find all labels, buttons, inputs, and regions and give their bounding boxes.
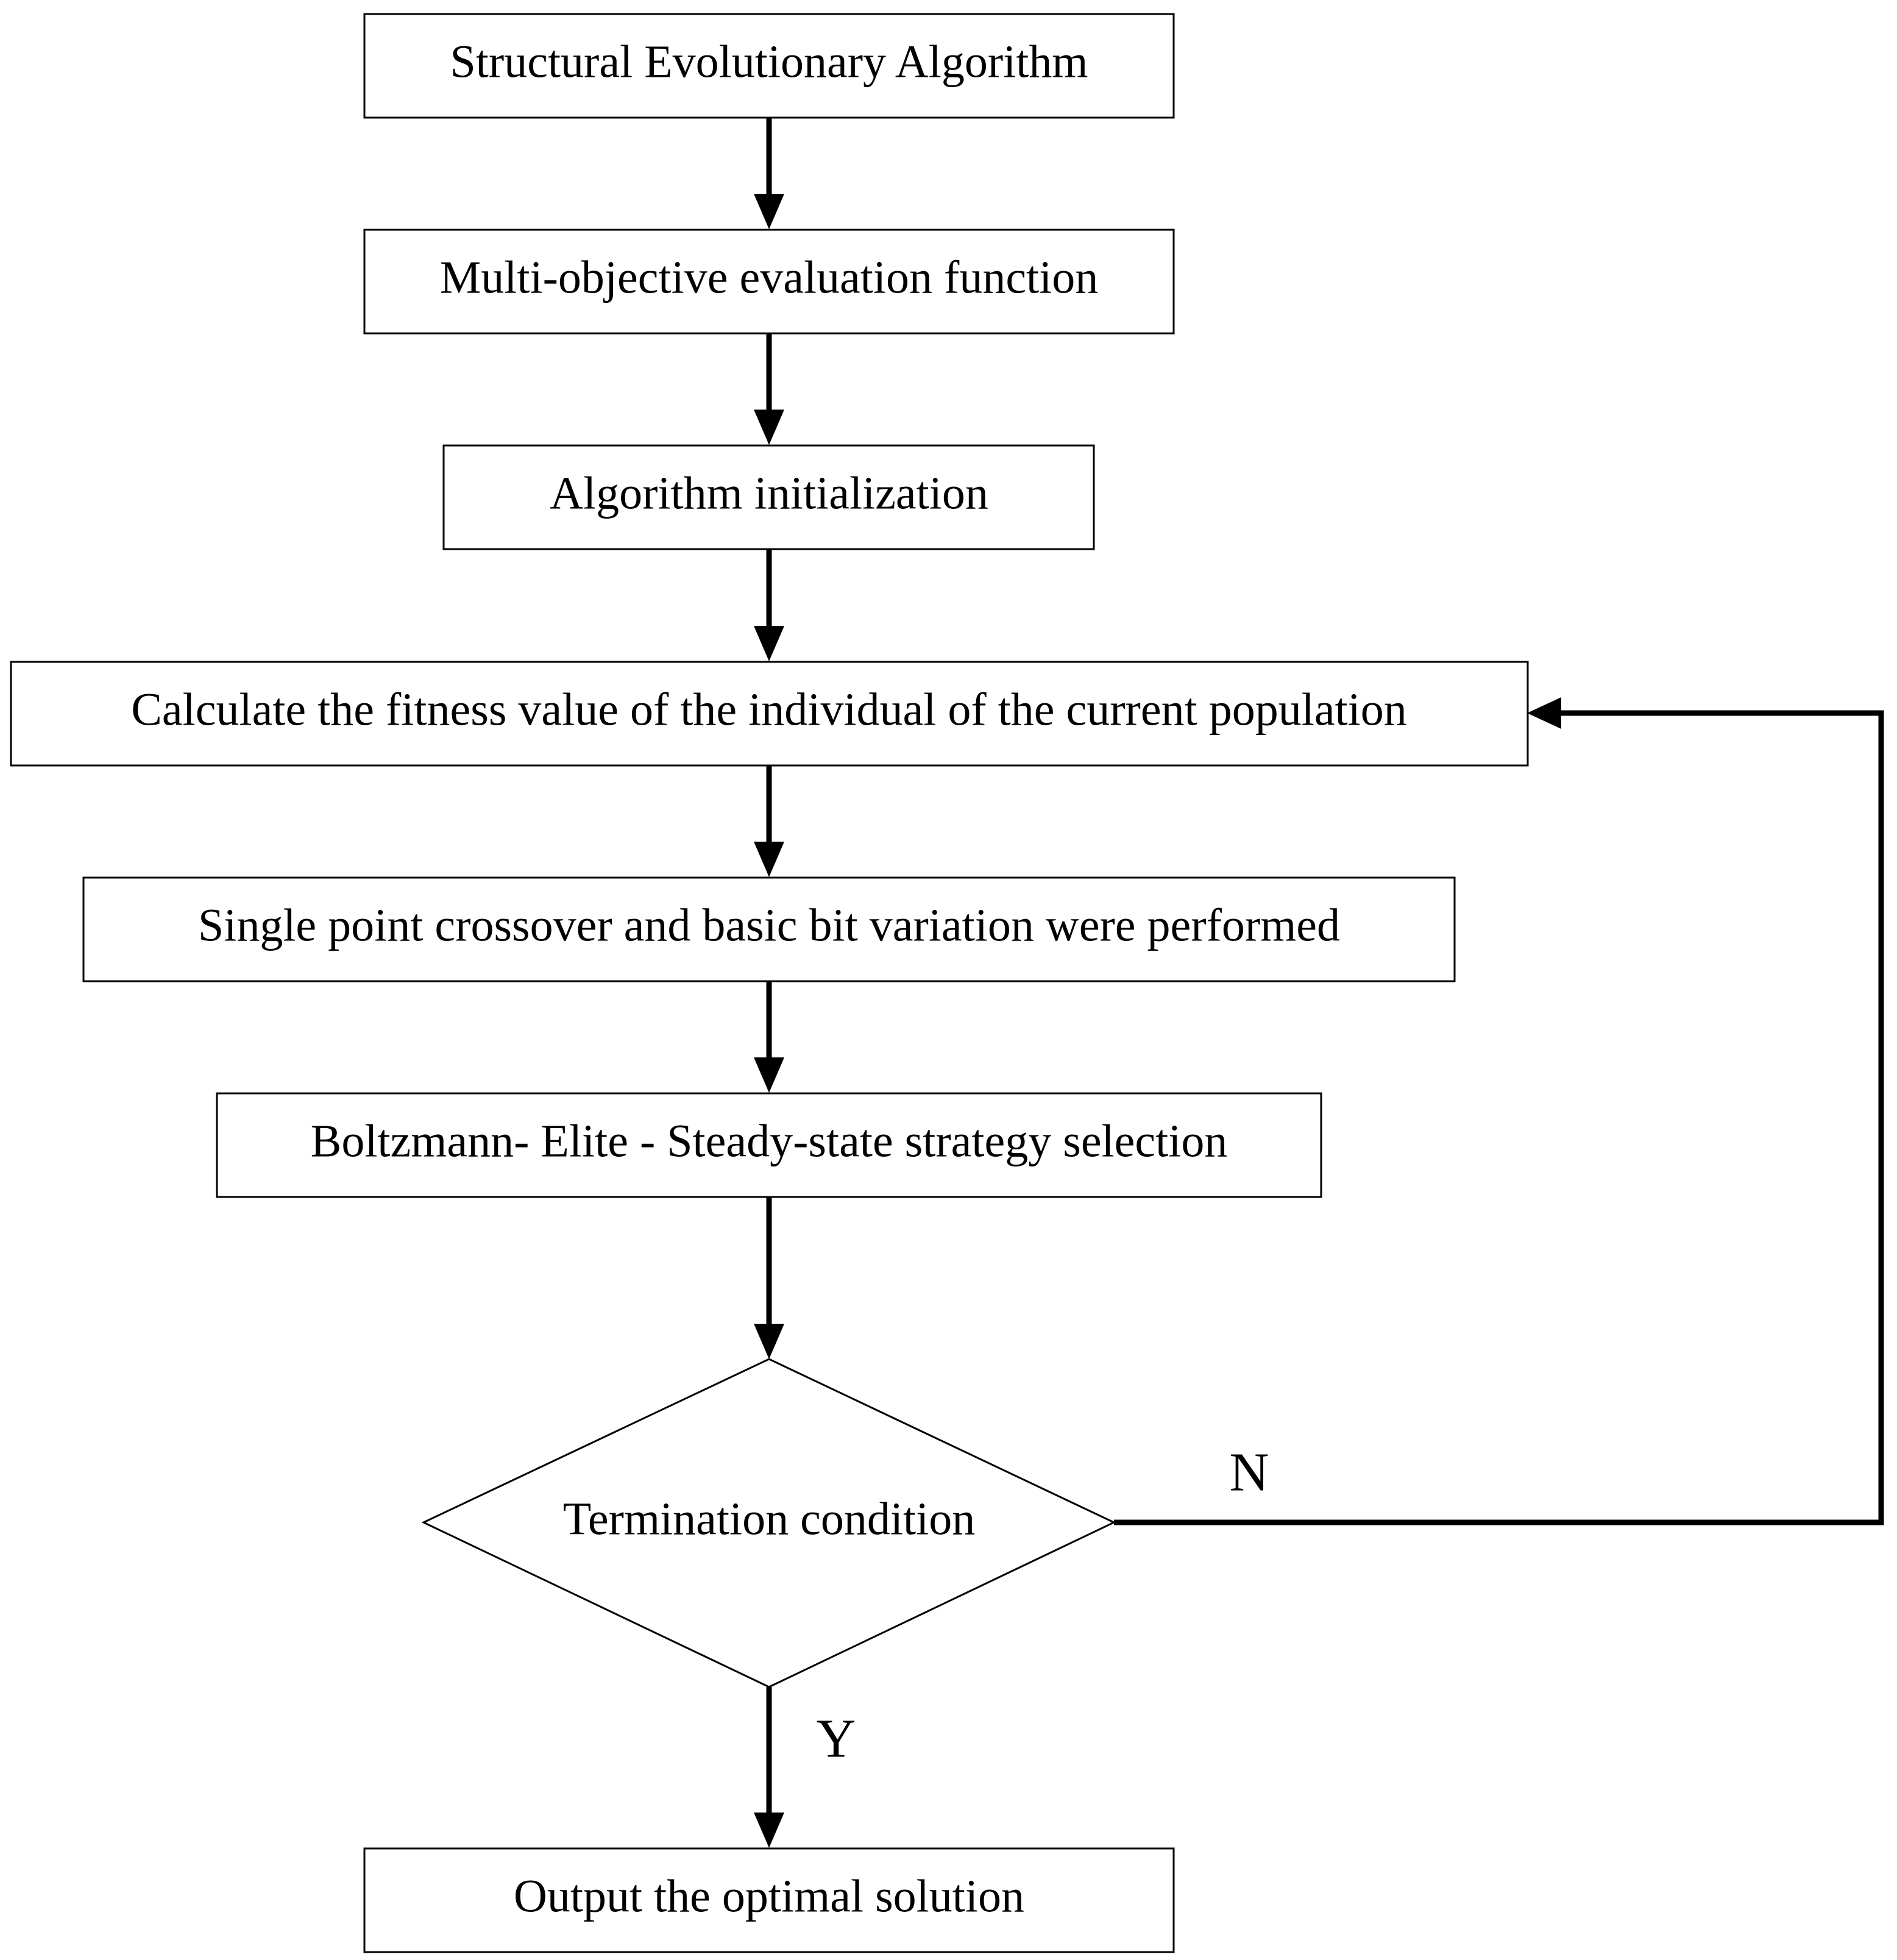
- node-output: Output the optimal solution: [363, 1847, 1175, 1953]
- arrowhead-start-to-evaluation: [754, 194, 784, 229]
- node-output-label: Output the optimal solution: [514, 1870, 1024, 1922]
- node-evaluation-label: Multi-objective evaluation function: [440, 252, 1099, 303]
- arrow-decision-loop-back: [1114, 710, 1884, 1525]
- arrowhead-selection-to-decision: [754, 1324, 784, 1359]
- node-decision-label: Termination condition: [563, 1493, 975, 1544]
- arrowhead-evaluation-to-init: [754, 410, 784, 445]
- node-evaluation: Multi-objective evaluation function: [363, 229, 1175, 335]
- arrowhead-fitness-to-crossover: [754, 842, 784, 877]
- node-fitness-label: Calculate the fitness value of the indiv…: [131, 684, 1407, 735]
- edge-label-yes: Y: [817, 1709, 856, 1769]
- edge-label-no: N: [1230, 1443, 1269, 1503]
- arrowhead-init-to-fitness: [754, 626, 784, 661]
- node-selection-label: Boltzmann- Elite - Steady-state strategy…: [311, 1115, 1228, 1166]
- arrowhead-crossover-to-selection: [754, 1057, 784, 1093]
- node-start: Structural Evolutionary Algorithm: [363, 13, 1175, 119]
- node-init-label: Algorithm initialization: [550, 467, 988, 519]
- node-fitness: Calculate the fitness value of the indiv…: [10, 661, 1529, 767]
- node-init: Algorithm initialization: [442, 444, 1095, 550]
- node-crossover-label: Single point crossover and basic bit var…: [198, 900, 1340, 951]
- node-crossover: Single point crossover and basic bit var…: [82, 876, 1456, 982]
- node-start-label: Structural Evolutionary Algorithm: [450, 36, 1088, 87]
- node-decision: Termination condition: [421, 1358, 1116, 1688]
- arrowhead-decision-to-output: [754, 1813, 784, 1848]
- arrowhead-loop-back: [1527, 697, 1561, 729]
- node-selection: Boltzmann- Elite - Steady-state strategy…: [216, 1092, 1322, 1198]
